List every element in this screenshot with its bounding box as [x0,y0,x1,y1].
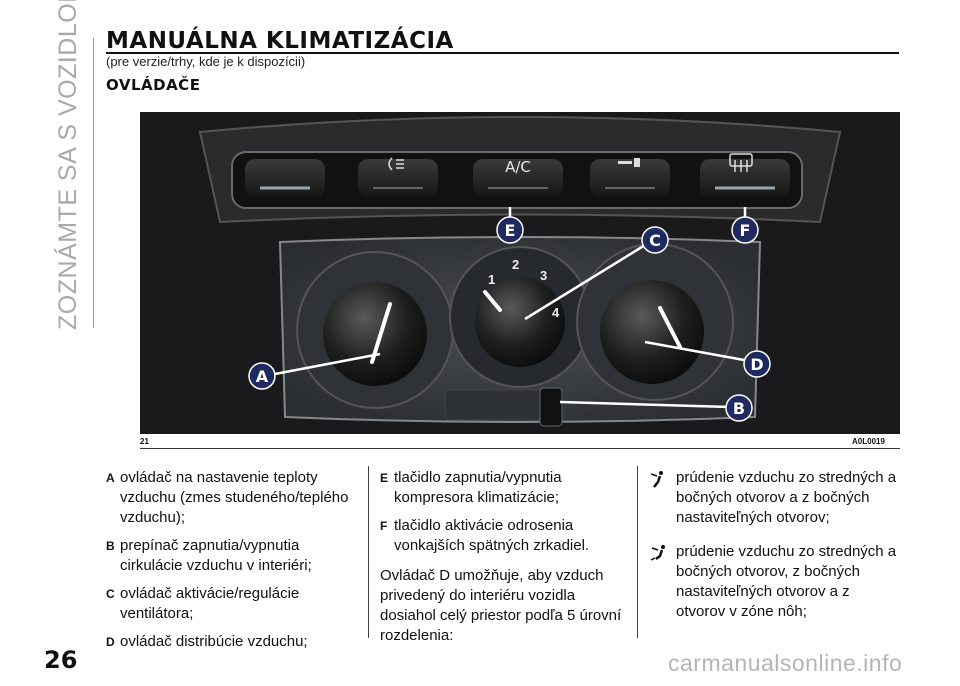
figure-reference: 21 [140,437,149,446]
svg-text:E: E [505,221,516,240]
distribution-intro: Ovládač D umožňuje, aby vzduch privedený… [380,567,622,644]
airflow-face-feet-icon [650,545,665,561]
rear-defrost-icon [729,153,753,172]
list-item: prúdenie vzduchu zo stredných a bočných … [650,542,900,622]
callout-a: A [248,362,276,390]
fan-speed-1: 1 [488,272,495,287]
fog-light-icon [388,157,404,171]
svg-text:F: F [740,221,751,240]
svg-text:A: A [256,367,269,386]
callout-f: F [731,216,759,244]
side-rule [93,38,94,328]
callout-b: B [725,394,753,422]
fan-speed-4: 4 [552,305,560,320]
column-divider [637,466,638,638]
recirculation-switch [539,387,563,427]
watermark: carmanualsonline.info [668,650,903,676]
mirror-defrost-icon [618,158,640,167]
subtitle: (pre verzie/trhy, kde je k dispozícii) [106,54,306,69]
callout-d: D [743,350,771,378]
climate-control-figure: A/C 1 2 3 4 [140,112,900,434]
callout-c: C [641,226,669,254]
climate-panel-illustration: A/C 1 2 3 4 [140,112,900,434]
column-3: prúdenie vzduchu zo stredných a bočných … [650,468,900,636]
callout-e: E [496,216,524,244]
column-divider [368,466,369,638]
distribution-knob [576,243,734,401]
list-item: prúdenie vzduchu zo stredných a bočných … [650,468,900,528]
svg-text:D: D [750,355,763,374]
fan-knob: 1 2 3 4 [449,246,591,388]
page-title: MANUÁLNA KLIMATIZÁCIA [106,28,454,54]
button-row: A/C [245,153,790,197]
page-number: 26 [44,646,78,674]
figure-rule [140,448,900,449]
fan-speed-2: 2 [512,257,519,272]
temperature-knob [296,251,454,409]
ac-label: A/C [505,158,531,176]
fan-speed-3: 3 [540,268,547,283]
svg-text:C: C [649,231,661,250]
figure-code: A0L0019 [852,437,885,446]
svg-text:B: B [733,399,745,418]
side-section-title: ZOZNÁMTE SA S VOZIDLOM [54,0,82,330]
section-title: OVLÁDAČE [106,76,201,94]
title-rule [106,52,899,54]
airflow-face-icon [650,471,663,488]
